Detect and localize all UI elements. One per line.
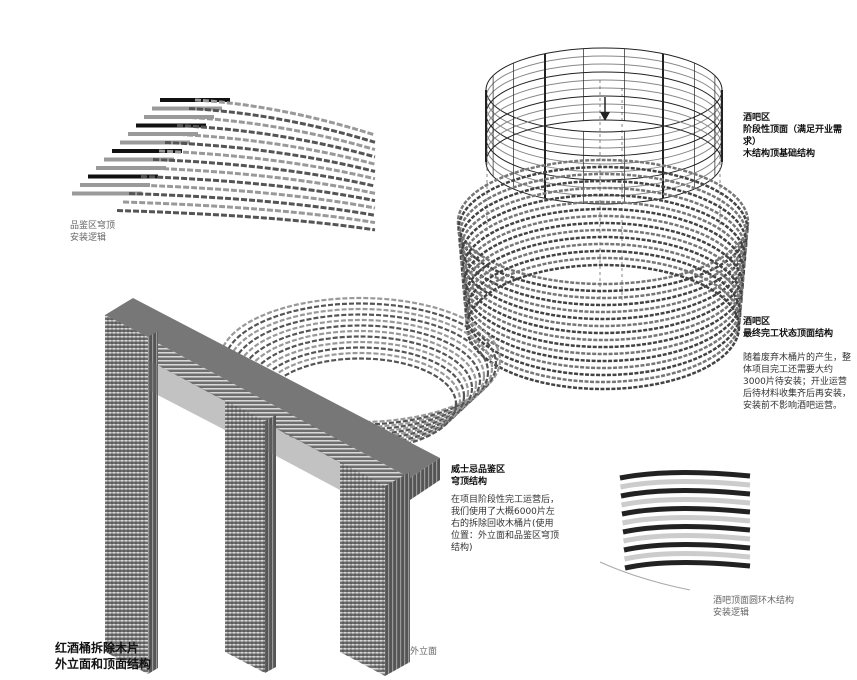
- final-ring-band: [457, 172, 749, 300]
- label-whisky-title: 威士忌品鉴区 穹顶结构: [451, 465, 506, 487]
- ring-install-bar: [619, 469, 751, 481]
- vault-plank: [80, 183, 150, 187]
- label-facade: 外立面: [410, 647, 438, 657]
- vault-plank: [144, 115, 214, 119]
- vault-arc: [170, 132, 376, 166]
- bar-final-ring: [456, 158, 750, 391]
- final-ring-band: [463, 242, 743, 370]
- final-ring-band: [462, 221, 744, 349]
- ring-install-bar: [624, 559, 751, 571]
- vault-arc: [116, 209, 376, 232]
- ring-guide-curve: [599, 561, 691, 591]
- ring-install-bar: [623, 550, 751, 562]
- vault-arc: [146, 166, 376, 195]
- label-bar-final-desc: 随着废弃木桶片的产生，整 体项目完工还需要大约 3000片待安装；开业运营 后待…: [743, 353, 852, 411]
- down-arrow-icon: [600, 97, 610, 121]
- ring-install-bar: [622, 523, 751, 535]
- vault-spiral-band: [246, 335, 474, 441]
- final-ring-band: [462, 228, 744, 356]
- stage-ring-band: [485, 47, 723, 133]
- tasting-vault-diagram: [72, 98, 376, 232]
- vault-arc: [164, 141, 376, 173]
- final-ring-band: [459, 186, 747, 314]
- final-ring-band: [460, 207, 746, 335]
- vault-arc: [194, 98, 376, 137]
- vault-arc: [128, 192, 376, 217]
- label-tasting-vault: 品鉴区穹顶 安装逻辑: [70, 221, 116, 243]
- vault-plank: [120, 140, 190, 145]
- vault-plank: [96, 166, 166, 170]
- vault-arc: [182, 115, 376, 152]
- vault-arc: [122, 200, 376, 225]
- vault-planks: [72, 98, 230, 196]
- ring-install-bar: [622, 532, 751, 544]
- stage-ring-band: [485, 79, 723, 165]
- final-ring-band: [457, 165, 749, 293]
- vault-arc: [134, 183, 376, 210]
- stage-ring-band: [485, 111, 723, 197]
- ring-install-bar: [621, 514, 751, 526]
- vault-plank: [112, 149, 182, 153]
- ring-install-bar: [620, 478, 751, 490]
- vault-arc: [140, 175, 376, 203]
- final-ring-band: [460, 200, 746, 328]
- final-ring-band: [461, 214, 745, 342]
- vault-plank: [104, 157, 174, 162]
- label-bar-final-title: 酒吧区 最终完工状态顶面结构: [743, 317, 834, 339]
- label-whisky-desc: 在项目阶段性完工运营后， 我们使用了大概6000片左 右的拆除回收木桶片(使用 …: [451, 495, 560, 553]
- vault-plank: [72, 191, 142, 196]
- vault-plank: [152, 106, 222, 111]
- vault-arc: [176, 124, 376, 159]
- ring-install-bar: [620, 487, 751, 499]
- stage-ring-band: [485, 55, 723, 141]
- ring-install-bar: [621, 505, 751, 517]
- label-ring-logic: 酒吧顶面圆环木结构 安装逻辑: [713, 596, 795, 618]
- stage-ring-band: [485, 63, 723, 149]
- vault-spiral-band: [234, 318, 486, 434]
- ring-install-bar: [620, 496, 751, 508]
- final-ring-band: [456, 158, 750, 286]
- ring-install-diagram: [599, 469, 751, 591]
- vault-plank: [88, 174, 158, 179]
- main-title: 红酒桶拆除木片 外立面和顶面结构: [55, 641, 152, 671]
- final-ring-band: [458, 179, 748, 307]
- vault-plank: [136, 123, 206, 128]
- vault-arcs: [116, 98, 376, 232]
- final-ring-band: [463, 235, 743, 363]
- final-ring-band: [459, 193, 747, 321]
- vault-plank: [128, 132, 198, 136]
- vault-arc: [188, 107, 376, 144]
- ring-install-bar: [623, 541, 751, 553]
- facade-frame: [105, 298, 440, 676]
- vault-arc: [158, 149, 376, 181]
- label-bar-stage-title: 酒吧区 阶段性顶面（满足开业需求） 木结构顶基础结构: [743, 113, 843, 159]
- final-ring-band: [464, 249, 742, 377]
